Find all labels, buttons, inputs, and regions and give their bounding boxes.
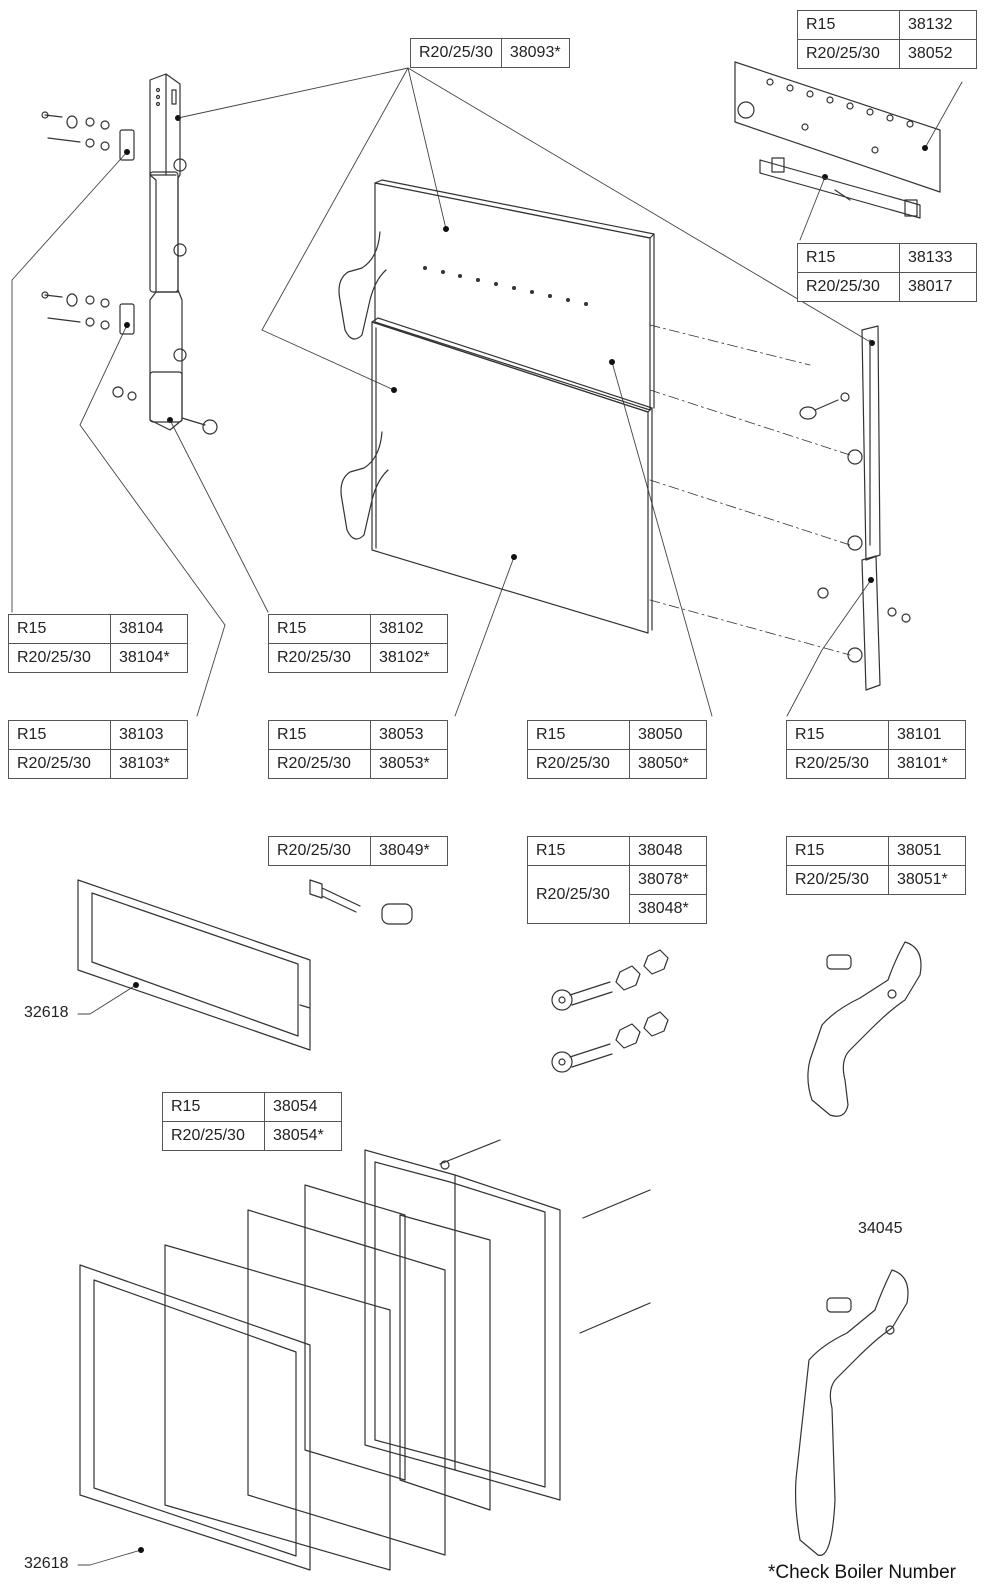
eyebolt-set-38048 — [551, 949, 669, 1073]
part-number-cell: 38104* — [110, 643, 188, 673]
part-table-38050: R15 38050 R20/25/30 38050* — [527, 720, 707, 779]
model-cell: R15 — [786, 720, 889, 750]
part-number-cell: 38093* — [500, 38, 570, 68]
part-number-cell: 38133 — [899, 243, 977, 273]
part-number-cell: 38132 — [899, 10, 977, 40]
part-number-cell: 38053 — [370, 720, 448, 750]
model-cell: R20/25/30 — [162, 1121, 265, 1151]
part-label-34045: 34045 — [858, 1220, 903, 1237]
part-number-cell: 38051 — [888, 836, 966, 866]
model-cell: R15 — [527, 720, 630, 750]
part-number-cell: 38103 — [110, 720, 188, 750]
part-table-38053: R15 38053 R20/25/30 38053* — [268, 720, 448, 779]
model-cell: R15 — [8, 614, 111, 644]
model-cell: R15 — [797, 243, 900, 273]
model-cell: R20/25/30 — [527, 865, 630, 924]
bottom-right-rail — [759, 157, 921, 219]
part-table-38048: R15 38048 R20/25/30 38078* 38048* — [527, 836, 707, 924]
model-cell: R15 — [268, 614, 371, 644]
part-number-cell: 38053* — [370, 749, 448, 779]
left-hinge-bracket — [149, 73, 218, 435]
bolt-38049 — [309, 879, 413, 925]
model-cell: R15 — [786, 836, 889, 866]
model-cell: R20/25/30 — [268, 749, 371, 779]
model-cell: R15 — [797, 10, 900, 40]
handle-34045 — [794, 1269, 909, 1556]
left-lower-screw-set — [41, 291, 137, 401]
model-cell: R20/25/30 — [8, 749, 111, 779]
handle-38051 — [807, 941, 922, 1117]
part-number-cell: 38103* — [110, 749, 188, 779]
part-number-cell: 38101* — [888, 749, 966, 779]
part-number-cell: 38017 — [899, 272, 977, 302]
part-number-cell: 38051* — [888, 865, 966, 895]
alignment-lines — [649, 324, 851, 656]
part-number-cell: 38102* — [370, 643, 448, 673]
part-table-38104: R15 38104 R20/25/30 38104* — [8, 614, 188, 673]
model-cell: R20/25/30 — [8, 643, 111, 673]
part-number-cell: 38054 — [264, 1092, 342, 1122]
door-insulation-stack-38054 — [79, 1139, 651, 1571]
leader-dots — [124, 115, 928, 1553]
part-table-38133: R15 38133 R20/25/30 38017 — [797, 243, 977, 302]
part-number-cell: 38101 — [888, 720, 966, 750]
part-number-cell: 38048 — [629, 836, 707, 866]
model-cell: R15 — [527, 836, 630, 866]
model-cell: R15 — [268, 720, 371, 750]
model-cell: R15 — [162, 1092, 265, 1122]
part-number-cell: 38050* — [629, 749, 707, 779]
lower-door-panel — [340, 317, 653, 634]
part-table-38054: R15 38054 R20/25/30 38054* — [162, 1092, 342, 1151]
footnote-check-boiler-number: *Check Boiler Number — [768, 1562, 956, 1583]
part-number-cell: 38048* — [629, 894, 707, 924]
top-right-bar-plate — [734, 61, 941, 193]
right-hinge-bracket — [799, 325, 911, 691]
left-upper-screw-set — [41, 111, 135, 161]
part-number-cell: 38078* — [629, 865, 707, 895]
part-label-32618-bottom: 32618 — [24, 1555, 69, 1572]
part-table-38101: R15 38101 R20/25/30 38101* — [786, 720, 966, 779]
part-number-cell: 38052 — [899, 39, 977, 69]
part-table-38132: R15 38132 R20/25/30 38052 — [797, 10, 977, 69]
upper-door-panel — [338, 179, 655, 411]
part-table-38051: R15 38051 R20/25/30 38051* — [786, 836, 966, 895]
model-cell: R20/25/30 — [268, 643, 371, 673]
model-cell: R20/25/30 — [410, 38, 502, 68]
part-number-cell: 38102 — [370, 614, 448, 644]
frame-32618-top — [77, 879, 311, 1051]
part-table-38103: R15 38103 R20/25/30 38103* — [8, 720, 188, 779]
part-number-cell: 38104 — [110, 614, 188, 644]
part-table-38049: R20/25/30 38049* — [268, 836, 448, 866]
model-cell: R20/25/30 — [527, 749, 630, 779]
leader-lines — [11, 67, 963, 1566]
part-table-38102: R15 38102 R20/25/30 38102* — [268, 614, 448, 673]
model-cell: R20/25/30 — [797, 272, 900, 302]
model-cell: R20/25/30 — [268, 836, 371, 866]
part-number-cell: 38054* — [264, 1121, 342, 1151]
model-cell: R20/25/30 — [797, 39, 900, 69]
part-label-32618-top: 32618 — [24, 1004, 69, 1021]
part-number-cell: 38049* — [370, 836, 448, 866]
model-cell: R15 — [8, 720, 111, 750]
model-cell: R20/25/30 — [786, 749, 889, 779]
part-number-cell: 38050 — [629, 720, 707, 750]
part-table-38093: R20/25/30 38093* — [410, 38, 570, 68]
model-cell: R20/25/30 — [786, 865, 889, 895]
